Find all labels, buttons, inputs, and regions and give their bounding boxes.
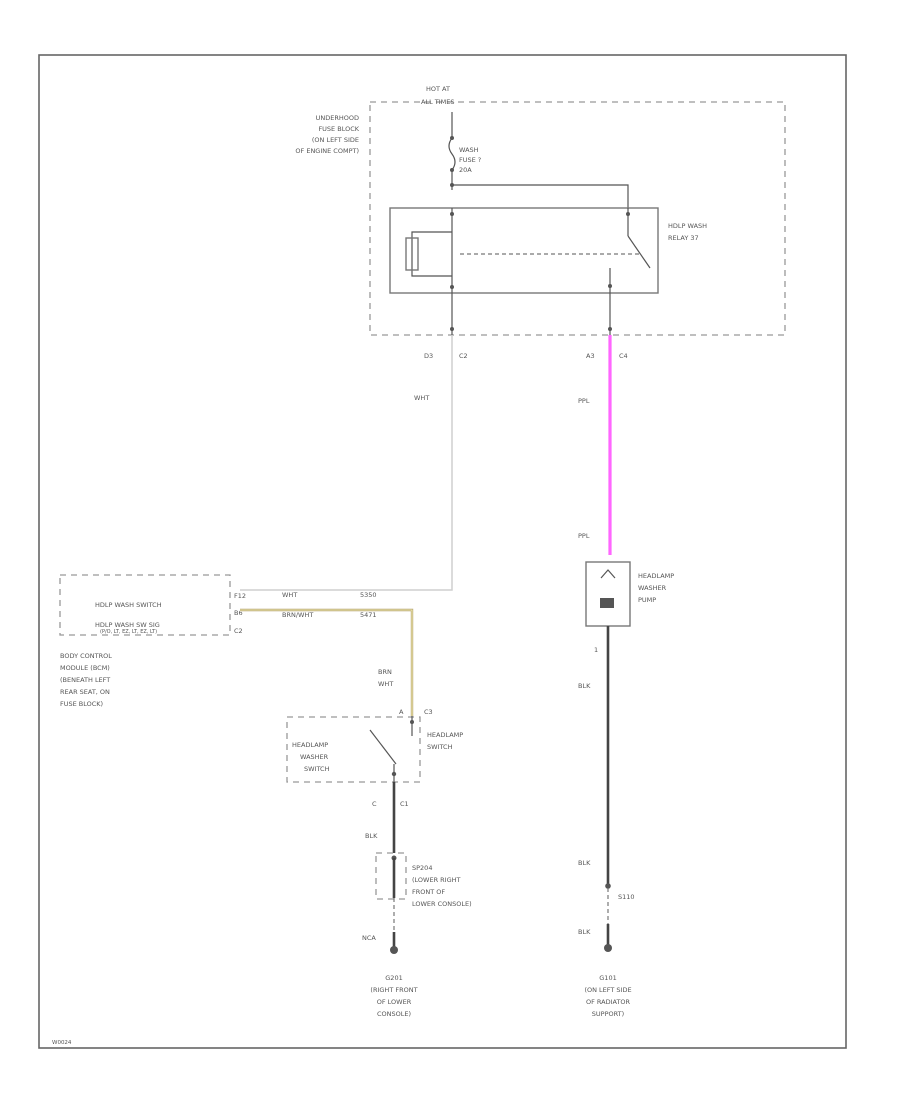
switch-pin-a: A bbox=[399, 708, 404, 716]
bcm-label-3: (BENEATH LEFT bbox=[60, 676, 110, 684]
coil-terminal-bottom bbox=[450, 285, 454, 289]
a3-terminal bbox=[608, 327, 612, 331]
s110-splice-dot bbox=[605, 883, 611, 889]
relay-label-1: HDLP WASH bbox=[668, 222, 707, 230]
bcm-wire-brnwht-label: BRN/WHT bbox=[282, 611, 313, 619]
wire-label-ppl-top: PPL bbox=[578, 397, 590, 405]
hot-at-label: HOT AT bbox=[426, 85, 450, 93]
bcm-circuit-1: 5350 bbox=[360, 591, 377, 599]
pump-motor-icon bbox=[600, 598, 614, 608]
fuse-label-3: 20A bbox=[459, 166, 472, 174]
all-times-label: ALL TIMES bbox=[421, 98, 454, 106]
switch-terminal-top bbox=[410, 720, 414, 724]
connector-c1: C1 bbox=[400, 800, 409, 808]
ground-right-label-4: SUPPORT) bbox=[592, 1010, 624, 1018]
pump-label-2: WASHER bbox=[638, 584, 667, 592]
wire-label-wht: WHT bbox=[414, 394, 429, 402]
footer-code: W0024 bbox=[52, 1040, 72, 1046]
connector-c2-bcm: C2 bbox=[234, 627, 243, 635]
washer-pump-box bbox=[585, 561, 631, 627]
fuse-block-label-3: (ON LEFT SIDE bbox=[312, 136, 359, 144]
ground-dot-right bbox=[604, 944, 612, 952]
pump-terminal-symbol bbox=[600, 569, 616, 579]
wire-label-blk-ground: BLK bbox=[578, 928, 591, 936]
relay-output-terminal bbox=[608, 284, 612, 288]
splice-s110-label: S110 bbox=[618, 893, 635, 901]
diagram-frame bbox=[38, 54, 847, 1049]
coil-terminal-top bbox=[450, 212, 454, 216]
wire-label-blk-lower: BLK bbox=[578, 859, 591, 867]
fuse-label-1: WASH bbox=[459, 146, 479, 154]
switch-inner-label-2: WASHER bbox=[300, 753, 329, 761]
connector-d3: D3 bbox=[424, 352, 433, 360]
ground-right-label-2: (ON LEFT SIDE bbox=[584, 986, 631, 994]
relay-contact-top bbox=[626, 212, 630, 216]
wire-label-ppl-bottom: PPL bbox=[578, 532, 590, 540]
ground-right-label-3: OF RADIATOR bbox=[586, 998, 631, 1006]
splice-label-1: SP204 bbox=[412, 864, 432, 872]
wire-label-brn: BRN bbox=[378, 668, 392, 676]
switch-outer-label-1: HEADLAMP bbox=[427, 731, 463, 739]
fuse-terminal-top bbox=[450, 136, 454, 140]
d3-terminal bbox=[450, 327, 454, 331]
pump-pin-1: 1 bbox=[594, 646, 598, 654]
bcm-line-2: HDLP WASH SW SIG bbox=[95, 621, 160, 629]
coil-loop bbox=[411, 231, 452, 277]
bcm-pin-b6: B6 bbox=[234, 609, 243, 617]
ground-left-label-3: OF LOWER bbox=[377, 998, 412, 1006]
coil-symbol bbox=[405, 237, 419, 271]
brn-wht-wire bbox=[240, 608, 414, 716]
fuse-block-label-1: UNDERHOOD bbox=[316, 114, 359, 122]
splice-label-2: (LOWER RIGHT bbox=[412, 876, 461, 884]
ground-right-label-1: G101 bbox=[599, 974, 616, 982]
switch-inner-label-1: HEADLAMP bbox=[292, 741, 328, 749]
bcm-label-5: FUSE BLOCK) bbox=[60, 700, 103, 708]
bcm-wire-wht-label: WHT bbox=[282, 591, 297, 599]
switch-outer-label-2: SWITCH bbox=[427, 743, 453, 751]
relay-switch-feed-wire bbox=[452, 184, 629, 208]
fuse-block-outline bbox=[369, 101, 786, 336]
bcm-pin-f2: F12 bbox=[234, 592, 246, 600]
wire-label-nca: NCA bbox=[362, 934, 376, 942]
bcm-outline bbox=[59, 574, 231, 636]
wht-wire bbox=[240, 335, 453, 591]
connector-c4: C4 bbox=[619, 352, 628, 360]
ground-left-label-2: (RIGHT FRONT bbox=[370, 986, 417, 994]
fuse-symbol bbox=[448, 137, 456, 171]
headlamp-switch-outline bbox=[286, 716, 421, 783]
wire-label-wht2: WHT bbox=[378, 680, 393, 688]
connector-a3: A3 bbox=[586, 352, 595, 360]
wire-label-blk-pump: BLK bbox=[578, 682, 591, 690]
relay-switch-blade bbox=[627, 235, 651, 269]
bcm-sub: (P/O, LT, EZ, LT, EZ, LT) bbox=[100, 629, 157, 635]
bcm-label-4: REAR SEAT, ON bbox=[60, 688, 110, 696]
brn-wht-wire-stripe bbox=[240, 609, 413, 716]
bcm-line-1: HDLP WASH SWITCH bbox=[95, 601, 162, 609]
fuse-block-label-2: FUSE BLOCK bbox=[318, 125, 359, 133]
fuse-label-2: FUSE ? bbox=[459, 156, 481, 164]
connector-c-left: C bbox=[372, 800, 377, 808]
switch-blade bbox=[369, 729, 397, 765]
relay-box bbox=[389, 207, 659, 294]
bcm-circuit-2: 5471 bbox=[360, 611, 377, 619]
fuse-block-label-4: OF ENGINE COMPT) bbox=[295, 147, 359, 155]
splice-outline bbox=[375, 852, 407, 900]
relay-label-2: RELAY 37 bbox=[668, 234, 699, 242]
ground-left-label-1: G201 bbox=[385, 974, 402, 982]
ground-dot-left bbox=[390, 946, 398, 954]
ground-left-label-4: CONSOLE) bbox=[377, 1010, 411, 1018]
pump-label-1: HEADLAMP bbox=[638, 572, 674, 580]
bcm-label-2: MODULE (BCM) bbox=[60, 664, 110, 672]
splice-label-3: FRONT OF bbox=[412, 888, 445, 896]
wire-label-blk-sw: BLK bbox=[365, 832, 378, 840]
connector-c2-top: C2 bbox=[459, 352, 468, 360]
connector-c3: C3 bbox=[424, 708, 433, 716]
switch-inner-label-3: SWITCH bbox=[304, 765, 330, 773]
splice-label-4: LOWER CONSOLE) bbox=[412, 900, 472, 908]
bcm-label-1: BODY CONTROL bbox=[60, 652, 112, 660]
pump-label-3: PUMP bbox=[638, 596, 656, 604]
